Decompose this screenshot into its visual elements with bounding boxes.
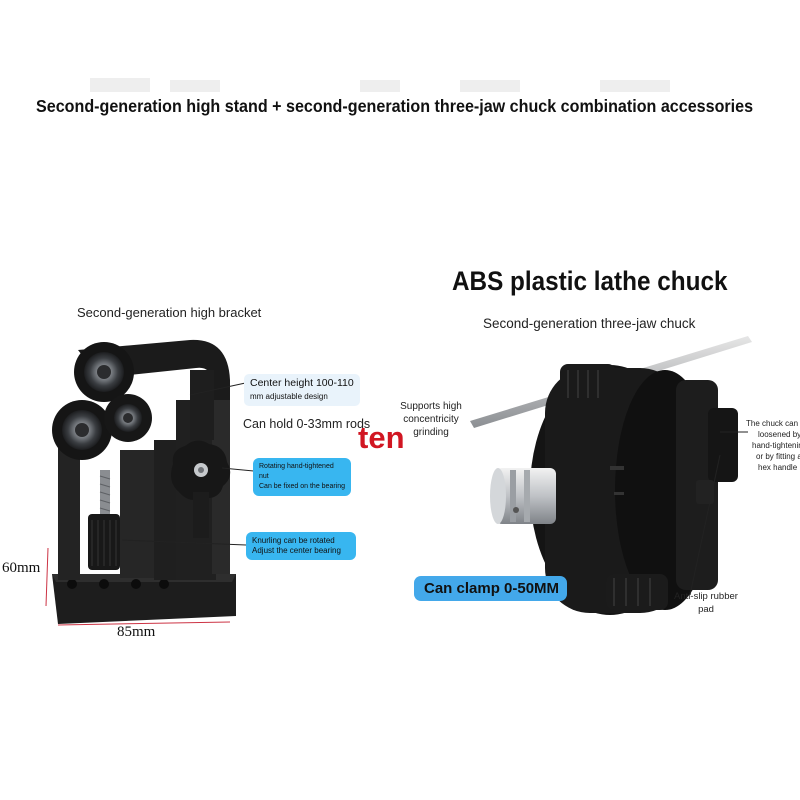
chuck-subtitle: Second-generation three-jaw chuck <box>483 316 696 331</box>
knurl-feature-line1: Knurling can be rotated <box>252 536 335 545</box>
nut-feature-line1: Rotating hand-tightened nut <box>259 463 334 480</box>
loosen-note-line4: or by fitting a <box>756 452 800 461</box>
page-headline: Second-generation high stand + second-ge… <box>36 96 754 116</box>
grinding-note: Supports high concentricity grinding <box>398 400 464 439</box>
chuck-title: ABS plastic lathe chuck <box>452 266 728 296</box>
loosen-note-line3: hand-tightening <box>752 441 800 450</box>
loosen-note-line1: The chuck can be <box>746 419 800 428</box>
loosen-note: The chuck can be loosened by hand-tighte… <box>746 418 800 473</box>
high-bracket-photo <box>45 339 236 626</box>
rubber-pad-note: Anti-slip rubber pad <box>670 590 742 616</box>
loosen-note-line5: hex handle <box>758 463 798 472</box>
grinding-note-line1: Supports high <box>400 401 462 412</box>
bracket-title: Second-generation high bracket <box>77 305 262 320</box>
center-height-callout-main: Center height 100-110 <box>250 377 354 389</box>
center-height-callout-sub: mm adjustable design <box>250 392 328 401</box>
chuck-photo <box>470 336 752 615</box>
center-height-callout: Center height 100-110 mm adjustable desi… <box>244 374 360 406</box>
rods-capacity-label: Can hold 0-33mm rods <box>243 417 371 431</box>
rubber-pad-line1: Anti-slip rubber <box>674 591 738 602</box>
clamp-range-badge: Can clamp 0-50MM <box>414 576 568 601</box>
dimension-height-label: 60mm <box>2 560 41 576</box>
grinding-note-line3: grinding <box>413 427 449 438</box>
nut-feature-line2: Can be fixed on the bearing <box>259 483 346 490</box>
nut-feature-tag: Rotating hand-tightened nut Can be fixed… <box>253 458 351 496</box>
dimension-width-label: 85mm <box>117 624 156 640</box>
divider-word: ten <box>358 420 405 455</box>
ghost-text-strip <box>90 78 670 92</box>
knurl-feature-tag: Knurling can be rotated Adjust the cente… <box>246 532 356 560</box>
loosen-note-line2: loosened by <box>758 430 800 439</box>
knurl-feature-line2: Adjust the center bearing <box>252 546 341 555</box>
grinding-note-line2: concentricity <box>403 414 459 425</box>
rubber-pad-line2: pad <box>698 604 714 615</box>
